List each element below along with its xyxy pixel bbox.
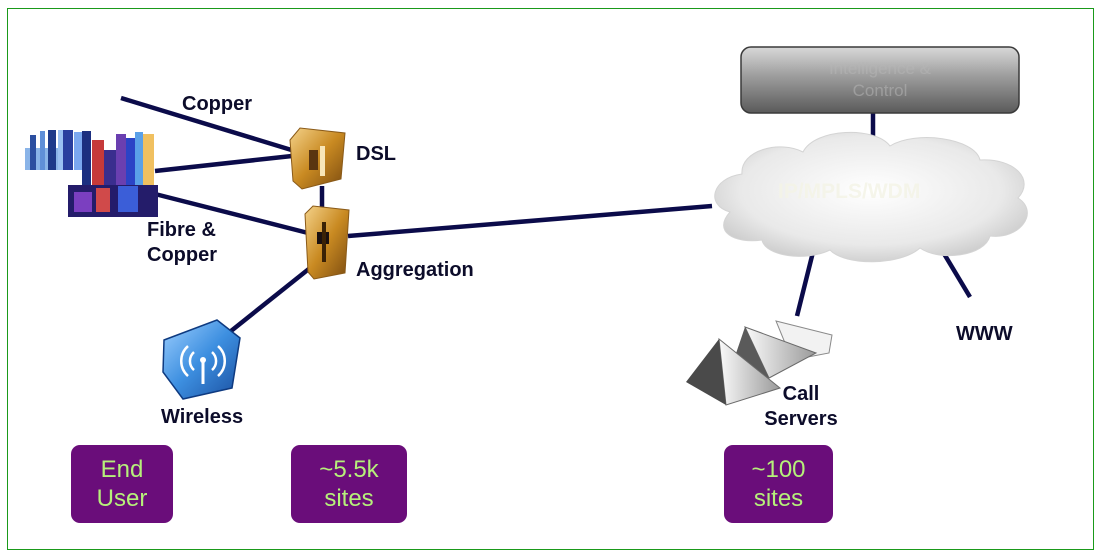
network-links [120,95,972,337]
dsl-equipment-icon [289,127,346,190]
link-aggregation-core [347,203,713,239]
link-wireless-aggregation [224,266,312,337]
badge-5k-sites: ~5.5k sites [291,445,407,523]
badge-end-user: End User [71,445,173,523]
label-copper: Copper [182,93,252,115]
control-box-icon [740,46,1020,114]
link-cloud-callservers [794,247,817,317]
link-building-dsl [154,153,293,174]
label-wireless: Wireless [161,406,244,428]
label-fibre-copper: Fibre & Copper [147,219,217,266]
city-buildings-icon [25,130,158,217]
label-www: WWW [956,323,1013,345]
label-call-servers: Call Servers [764,383,838,430]
link-building-aggregation [154,191,313,237]
link-cloud-www [941,250,972,299]
link-copper [120,95,299,155]
wireless-antenna-icon [162,319,241,400]
aggregation-node-icon [304,205,350,280]
control-box-label: Intelligence & Control [828,59,932,100]
label-aggregation: Aggregation [356,259,474,281]
cloud-label: IP/MPLS/WDM [778,180,921,203]
label-dsl: DSL [356,143,396,165]
call-servers-icon [686,320,833,406]
badge-100-sites: ~100 sites [724,445,833,523]
network-cloud-icon [714,131,1028,263]
